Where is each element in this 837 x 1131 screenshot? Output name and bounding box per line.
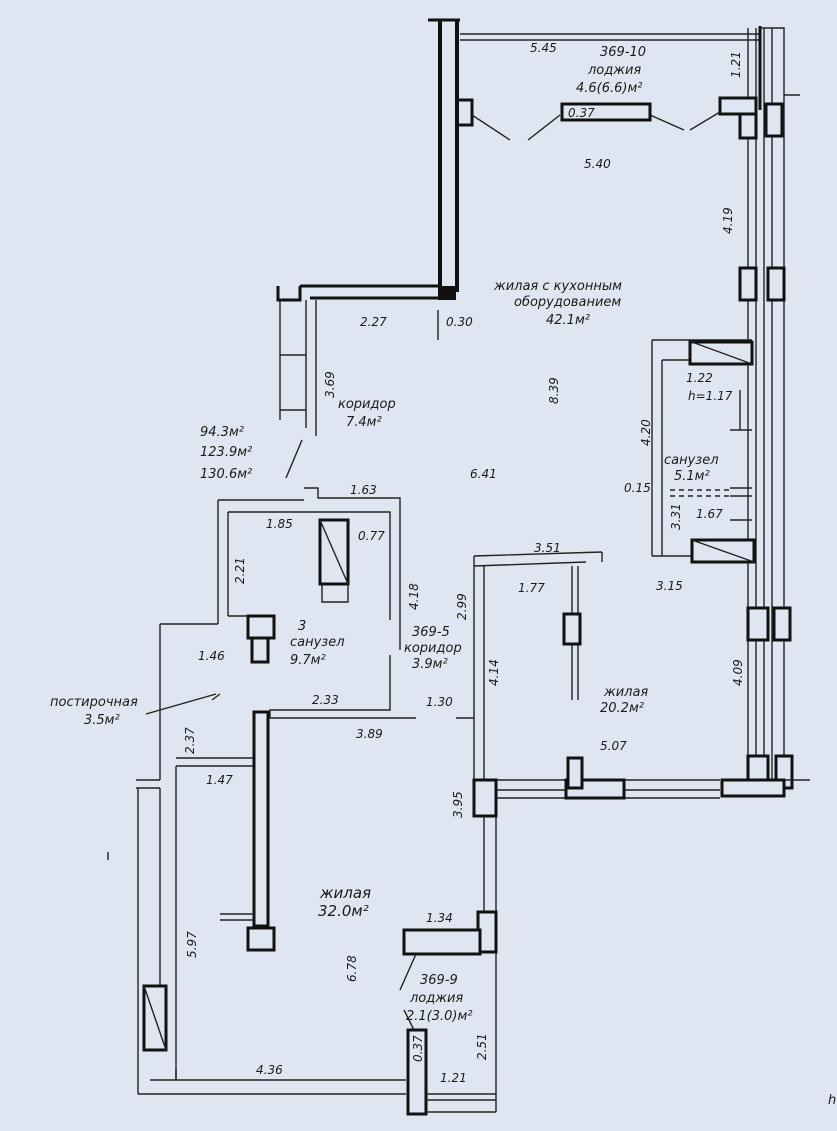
dim-2-33: 2.33 bbox=[312, 693, 339, 707]
dim-2-21: 2.21 bbox=[233, 557, 247, 584]
loggia-top-id: 369-10 bbox=[600, 45, 646, 60]
dim-4-09: 4.09 bbox=[731, 659, 745, 686]
living2-area: 20.2м² bbox=[600, 701, 644, 716]
loggia-top-area: 4.6(6.6)м² bbox=[576, 81, 643, 96]
dim-1-47: 1.47 bbox=[206, 773, 233, 787]
dim-3-95: 3.95 bbox=[451, 791, 465, 818]
dim-4-18: 4.18 bbox=[407, 583, 421, 610]
laundry-area: 3.5м² bbox=[84, 713, 120, 728]
dim-4-14: 4.14 bbox=[487, 659, 501, 686]
dim-0-37-top: 0.37 bbox=[568, 106, 595, 120]
dim-8-39: 8.39 bbox=[547, 377, 561, 404]
dim-4-36: 4.36 bbox=[256, 1063, 283, 1077]
dim-0-30: 0.30 bbox=[446, 315, 473, 329]
walls bbox=[107, 18, 810, 1116]
dim-2-27: 2.27 bbox=[360, 315, 387, 329]
dim-5-45: 5.45 bbox=[530, 41, 557, 55]
dim-3-51: 3.51 bbox=[534, 541, 561, 555]
corridor1-area: 7.4м² bbox=[346, 415, 382, 430]
loggia-bot-name: лоджия bbox=[409, 991, 463, 1006]
corridor1-name: коридор bbox=[338, 397, 396, 412]
loggia-bot-id: 369-9 bbox=[420, 973, 458, 988]
dim-4-19: 4.19 bbox=[721, 207, 735, 234]
dim-1-46: 1.46 bbox=[198, 649, 225, 663]
bath2-area: 9.7м² bbox=[290, 653, 326, 668]
dim-1-21-top: 1.21 bbox=[729, 51, 743, 78]
room-labels: 369-10 лоджия 4.6(6.6)м² жилая с кухонны… bbox=[50, 45, 836, 1108]
dim-1-77: 1.77 bbox=[518, 581, 545, 595]
dim-1-67: 1.67 bbox=[696, 507, 723, 521]
dim-3-89: 3.89 bbox=[356, 727, 383, 741]
dim-1-85: 1.85 bbox=[266, 517, 293, 531]
edge-char: h bbox=[828, 1093, 836, 1108]
dim-1-22: 1.22 bbox=[686, 371, 713, 385]
total-area-3: 130.6м² bbox=[200, 467, 252, 482]
total-area-2: 123.9м² bbox=[200, 445, 252, 460]
living-kitchen-line1: жилая с кухонным bbox=[493, 279, 622, 294]
corridor2-area: 3.9м² bbox=[412, 657, 448, 672]
dim-0-77: 0.77 bbox=[358, 529, 385, 543]
dim-3-15: 3.15 bbox=[656, 579, 683, 593]
dim-0-15: 0.15 bbox=[624, 481, 651, 495]
dim-2-37: 2.37 bbox=[183, 727, 197, 754]
dim-1-34: 1.34 bbox=[426, 911, 453, 925]
dimension-labels: 5.45 1.21 0.37 5.40 4.19 2.27 0.30 8.39 … bbox=[183, 41, 745, 1085]
dim-6-78: 6.78 bbox=[345, 955, 359, 982]
bath2-num: 3 bbox=[298, 619, 306, 634]
living3-name: жилая bbox=[319, 884, 371, 902]
corridor2-id: 369-5 bbox=[412, 625, 450, 640]
dim-1-30: 1.30 bbox=[426, 695, 453, 709]
bath2-name: санузел bbox=[290, 635, 345, 650]
dim-5-07: 5.07 bbox=[600, 739, 627, 753]
dim-5-40: 5.40 bbox=[584, 157, 611, 171]
dim-3-69: 3.69 bbox=[323, 371, 337, 398]
living-kitchen-line2: оборудованием bbox=[514, 295, 621, 310]
dim-5-97: 5.97 bbox=[185, 931, 199, 958]
dim-4-20: 4.20 bbox=[639, 419, 653, 446]
laundry-name: постирочная bbox=[50, 695, 138, 710]
bath1-h: h=1.17 bbox=[688, 389, 733, 403]
living2-name: жилая bbox=[603, 685, 648, 700]
dim-6-41: 6.41 bbox=[470, 467, 497, 481]
dim-2-99: 2.99 bbox=[455, 593, 469, 620]
bath1-name: санузел bbox=[664, 453, 719, 468]
dim-1-63: 1.63 bbox=[350, 483, 377, 497]
dim-2-51: 2.51 bbox=[475, 1033, 489, 1060]
living-kitchen-area: 42.1м² bbox=[546, 313, 590, 328]
bath1-area: 5.1м² bbox=[674, 469, 710, 484]
dim-0-37-bot: 0.37 bbox=[411, 1035, 425, 1062]
dim-3-31: 3.31 bbox=[669, 503, 683, 530]
loggia-top-name: лоджия bbox=[587, 63, 641, 78]
loggia-bot-area: 2.1(3.0)м² bbox=[406, 1009, 473, 1024]
total-area-1: 94.3м² bbox=[200, 425, 244, 440]
living3-area: 32.0м² bbox=[318, 902, 369, 920]
corridor2-name: коридор bbox=[404, 641, 462, 656]
dim-1-21-bot: 1.21 bbox=[440, 1071, 467, 1085]
